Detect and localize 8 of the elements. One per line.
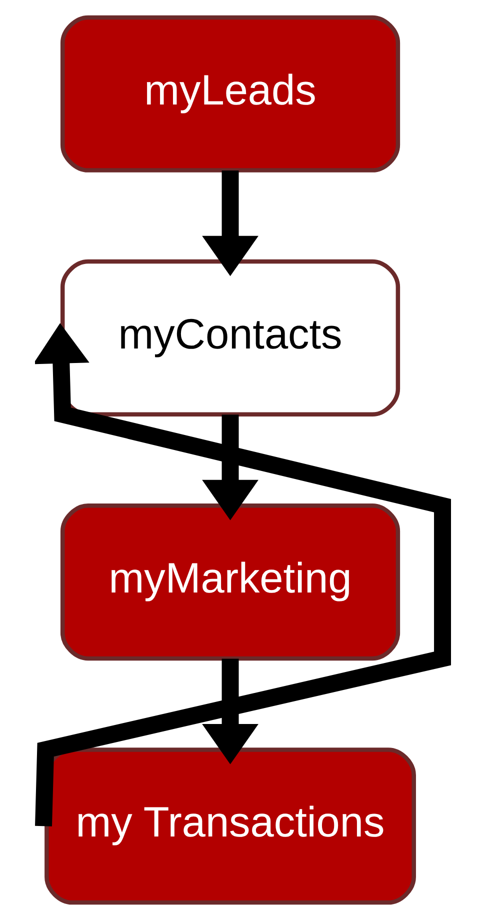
node-box: myLeads: [60, 15, 400, 172]
arrow: [202, 170, 258, 276]
node-box: myMarketing: [60, 504, 400, 661]
node-box: myContacts: [60, 259, 400, 416]
arrow: [35, 323, 451, 826]
node-box: my Transactions: [44, 748, 416, 905]
arrow: [202, 414, 258, 520]
arrow: [202, 658, 258, 764]
